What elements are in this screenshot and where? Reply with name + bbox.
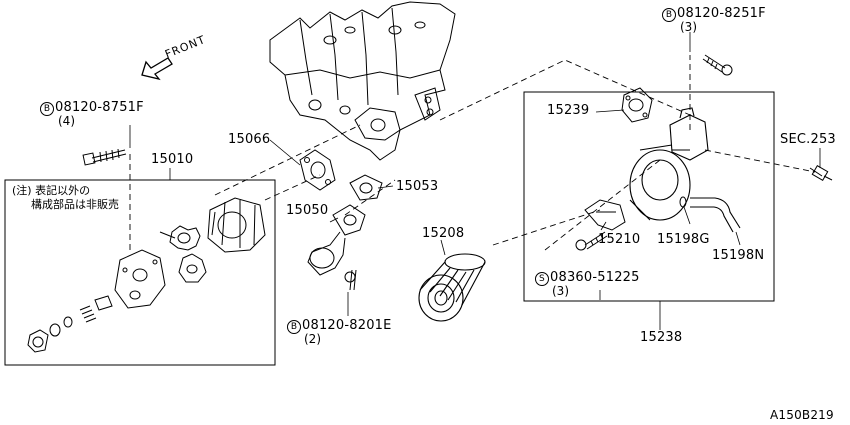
- gasket-15053: [349, 174, 383, 201]
- oil-filter-15208: [418, 253, 486, 322]
- figure-code: A150B219: [770, 408, 834, 422]
- oil-pump-body: [114, 249, 166, 309]
- part-label-15198G: 15198G: [657, 232, 710, 247]
- oil-pump-rotor: [178, 253, 207, 283]
- part-label-sec253: SEC.253: [780, 132, 836, 147]
- fastener-number: 08120-8751F: [55, 100, 144, 115]
- part-label-15053: 15053: [396, 179, 439, 194]
- leader-lines: [129, 32, 821, 330]
- part-label-15208: 15208: [422, 226, 465, 241]
- fastener-qty-08120-8201E: (2): [304, 332, 321, 346]
- fastener-number: 08120-8251F: [677, 6, 766, 21]
- gasket-15239: [621, 87, 653, 123]
- fastener-number: 08120-8201E: [302, 318, 392, 333]
- prefix-b-icon: B: [287, 320, 301, 334]
- fastener-qty-08120-8751F: (4): [58, 114, 75, 128]
- part-label-15239: 15239: [547, 103, 590, 118]
- part-label-15198N: 15198N: [712, 248, 765, 263]
- part-label-15238: 15238: [640, 330, 683, 345]
- relief-valve-parts: [27, 295, 113, 353]
- part-label-15210: 15210: [598, 232, 641, 247]
- bolt-08120-8201E-icon: [344, 269, 357, 291]
- front-arrow-icon: [141, 57, 173, 81]
- bolt-08120-8751F-icon: [82, 148, 127, 166]
- oil-pump-gear: [159, 225, 201, 251]
- note-line-2: 構成部品は非販売: [31, 198, 119, 211]
- fastener-qty-08120-8251F: (3): [680, 20, 697, 34]
- prefix-s-icon: S: [535, 272, 549, 286]
- bolt-08360-51225-icon: [575, 231, 608, 251]
- part-label-15010: 15010: [151, 152, 194, 167]
- part-label-15066: 15066: [228, 132, 271, 147]
- clamp-15198G: [679, 196, 687, 208]
- fastener-qty-08360-51225: (3): [552, 284, 569, 298]
- sensor-sec253-icon: [809, 164, 833, 182]
- prefix-b-icon: B: [40, 102, 54, 116]
- oil-filter-bracket: [629, 107, 709, 221]
- fastener-number: 08360-51225: [550, 270, 640, 285]
- dashed-guides: [129, 55, 816, 251]
- oil-filter-bracket-box: [523, 91, 775, 302]
- oil-pump-assembly-box: [4, 179, 276, 366]
- hose-15198N: [690, 197, 741, 233]
- note-line-1: (注) 表記以外の: [12, 184, 91, 197]
- gasket-15066: [299, 149, 336, 191]
- bolt-08120-8251F-icon: [702, 54, 733, 76]
- engine-block: [269, 1, 456, 161]
- oil-pump-housing: [207, 197, 266, 253]
- oil-strainer-15050: [307, 204, 366, 276]
- prefix-b-icon: B: [662, 8, 676, 22]
- part-label-15050: 15050: [286, 203, 329, 218]
- bracket-15210: [584, 199, 626, 231]
